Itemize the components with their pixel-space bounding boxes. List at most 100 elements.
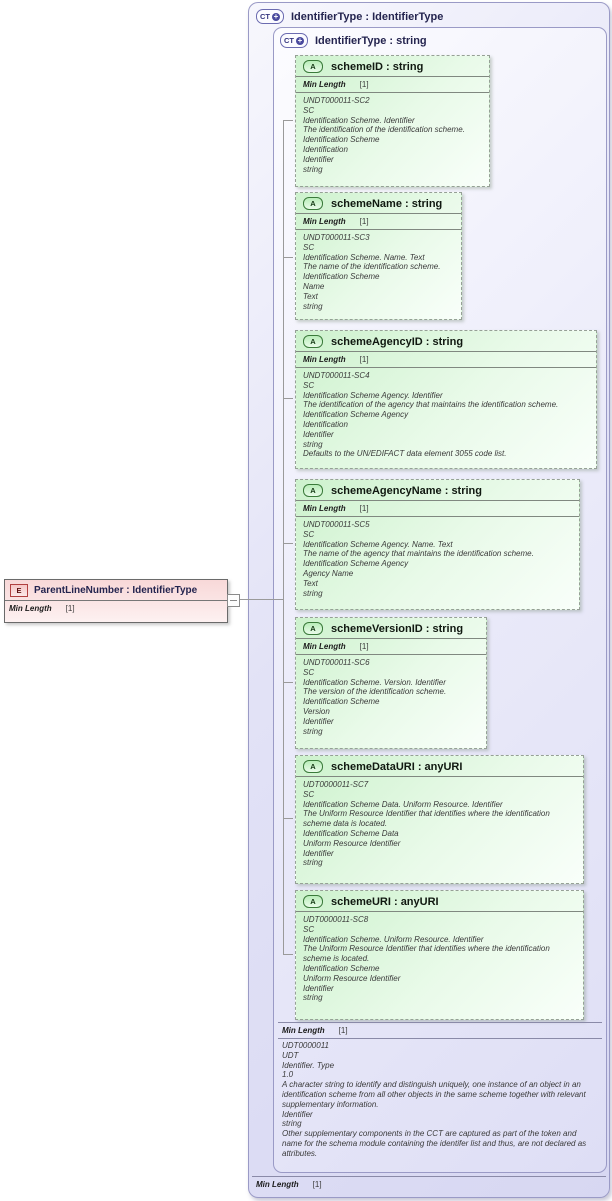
complextype-inner-title: IdentifierType : string [315, 34, 427, 47]
text-line: Identification Scheme Agency [303, 559, 409, 569]
text-line: SC [303, 667, 315, 677]
text-line: string [303, 439, 323, 449]
minlength-facet-value: [1] [359, 217, 369, 226]
minlength-facet-label: Min Length [256, 1180, 299, 1189]
text-line: string [303, 858, 323, 868]
text-line: string [303, 588, 323, 598]
minlength-facet-value: [1] [359, 80, 369, 89]
minlength-facet: Min Length [1] [5, 601, 227, 616]
attribute-box-schemeid: A schemeID : string Min Length [1] UNDT0… [295, 55, 490, 187]
text-line: Identification [303, 144, 348, 154]
complextype-facets: Min Length [1] [252, 1176, 606, 1192]
minlength-facet-label: Min Length [303, 80, 346, 89]
attribute-header[interactable]: A schemeID : string [296, 56, 489, 77]
connector-stub [283, 257, 293, 258]
minlength-facet: Min Length [1] [296, 352, 596, 368]
text-line: Text [303, 578, 318, 588]
text-line: Identifier [303, 429, 334, 439]
minlength-facet-label: Min Length [303, 504, 346, 513]
divider [278, 1022, 602, 1023]
text-line: Identification Scheme. Name. Text [303, 252, 425, 262]
minlength-facet-label: Min Length [303, 217, 346, 226]
attribute-header[interactable]: A schemeVersionID : string [296, 618, 486, 639]
attribute-header[interactable]: A schemeAgencyName : string [296, 480, 579, 501]
divider [278, 1038, 602, 1039]
minlength-facet: Min Length [1] [252, 1177, 606, 1192]
text-line: Version [303, 706, 330, 716]
minlength-facet-label: Min Length [303, 355, 346, 364]
attribute-header[interactable]: A schemeURI : anyURI [296, 891, 583, 912]
connector-stub [283, 682, 293, 683]
complextype-icon-label: CT [260, 12, 270, 21]
attribute-icon: A [303, 760, 323, 773]
attribute-header[interactable]: A schemeDataURI : anyURI [296, 756, 583, 777]
text-line: Identification Scheme [303, 697, 380, 707]
element-parentlinenumber[interactable]: E ParentLineNumber : IdentifierType Min … [4, 579, 228, 623]
element-header[interactable]: E ParentLineNumber : IdentifierType [5, 580, 227, 601]
attribute-icon: A [303, 895, 323, 908]
attribute-box-schemename: A schemeName : string Min Length [1] UND… [295, 192, 462, 320]
attribute-icon: A [303, 335, 323, 348]
expand-icon[interactable]: + [272, 11, 280, 21]
text-line: string [303, 993, 323, 1003]
text-line: Identification Scheme. Identifier [303, 115, 415, 125]
expand-icon[interactable]: + [296, 35, 304, 45]
text-line: UNDT000011-SC6 [303, 658, 370, 667]
complextype-container-outer: CT + IdentifierType : IdentifierType CT … [248, 2, 610, 1198]
text-line: The name of the identification scheme. [303, 262, 441, 272]
text-line: Identification Scheme. Version. Identifi… [303, 677, 446, 687]
text-line: Identifier [303, 983, 334, 993]
text-line: UDT0000011-SC8 [303, 915, 369, 924]
text-line: A character string to identify and disti… [282, 1080, 586, 1109]
text-line: UNDT000011-SC2 [303, 96, 370, 105]
complextype-icon-label: CT [284, 36, 294, 45]
complextype-inner-header[interactable]: CT + IdentifierType : string [274, 28, 606, 51]
text-line: SC [303, 105, 315, 115]
text-line: The Uniform Resource Identifier that ide… [303, 809, 550, 829]
attribute-header[interactable]: A schemeAgencyID : string [296, 331, 596, 352]
minlength-facet: Min Length [1] [296, 501, 579, 517]
collapse-handle[interactable] [227, 594, 240, 607]
attribute-icon: A [303, 622, 323, 635]
element-icon: E [10, 584, 28, 597]
complextype-icon: CT + [280, 33, 308, 48]
text-line: SC [303, 242, 315, 252]
text-line: The name of the agency that maintains th… [303, 549, 534, 559]
text-line: string [282, 1119, 302, 1129]
attribute-title: schemeAgencyID : string [331, 335, 464, 348]
text-line: UDT0000011-SC7 [303, 780, 369, 789]
minlength-facet: Min Length [1] [296, 77, 489, 93]
attribute-title: schemeURI : anyURI [331, 895, 439, 908]
attribute-box-schemeagencyid: A schemeAgencyID : string Min Length [1]… [295, 330, 597, 469]
text-line: UDT0000011 [282, 1041, 329, 1050]
text-line: The identification of the identification… [303, 125, 465, 135]
attribute-title: schemeDataURI : anyURI [331, 760, 463, 773]
connector-stub [283, 954, 293, 955]
text-line: The identification of the agency that ma… [303, 400, 559, 410]
text-line: Defaults to the UN/EDIFACT data element … [303, 449, 507, 459]
attribute-header[interactable]: A schemeName : string [296, 193, 461, 214]
text-line: SC [303, 380, 315, 390]
text-line: Text [303, 291, 318, 301]
text-line: Identification Scheme Data. Uniform Reso… [303, 799, 503, 809]
text-line: Identifier [303, 848, 334, 858]
text-line: 1.0 [282, 1070, 294, 1080]
minlength-facet-value: [1] [359, 355, 369, 364]
text-line: Agency Name [303, 568, 354, 578]
text-line: Name [303, 281, 325, 291]
text-line: Identification Scheme [303, 272, 380, 282]
complextype-outer-title: IdentifierType : IdentifierType [291, 10, 444, 23]
text-line: UNDT000011-SC5 [303, 520, 370, 529]
text-line: Identification Scheme Agency [303, 410, 409, 420]
minlength-facet: Min Length [1] [278, 1023, 602, 1038]
text-line: SC [303, 789, 315, 799]
text-line: Identification Scheme Data [303, 828, 399, 838]
minlength-facet-value: [1] [312, 1180, 322, 1189]
complextype-outer-header[interactable]: CT + IdentifierType : IdentifierType [249, 3, 609, 28]
